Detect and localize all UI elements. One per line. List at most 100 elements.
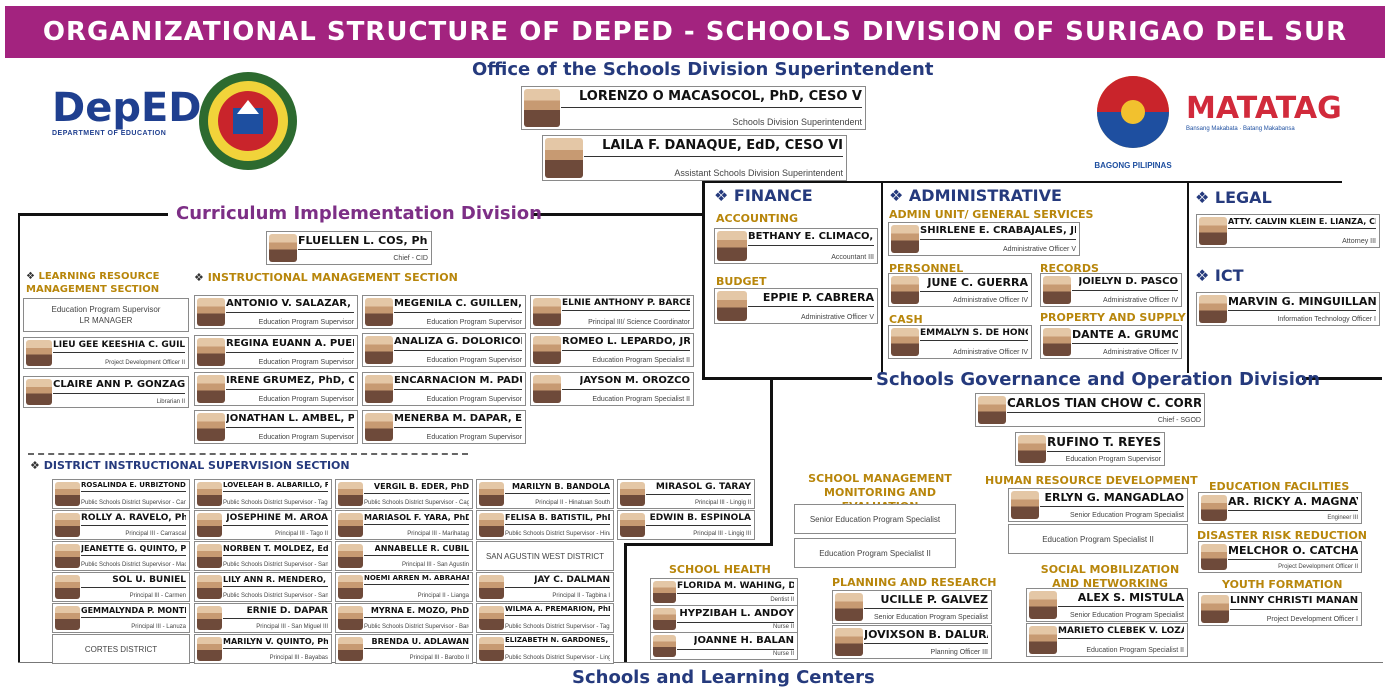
name-underline bbox=[1047, 451, 1161, 452]
person-card-sgod-chief: CARLOS TIAN CHOW C. CORREOSChief - SGOD bbox=[975, 393, 1205, 427]
name-underline bbox=[748, 245, 874, 246]
person-role: Principal II - Lianga bbox=[417, 593, 469, 599]
bagong-pilipinas-text: BAGONG PILIPINAS bbox=[1094, 161, 1172, 170]
name-underline bbox=[677, 622, 794, 623]
sgod-title: Schools Governance and Operation Divisio… bbox=[876, 369, 1321, 390]
text-box-smme1: Senior Education Program Specialist bbox=[794, 504, 956, 534]
name-underline bbox=[677, 649, 794, 650]
name-underline bbox=[394, 312, 522, 313]
person-photo bbox=[197, 482, 222, 506]
person-name: JEANETTE G. QUINTO, PhD bbox=[81, 544, 186, 553]
name-underline bbox=[223, 586, 328, 587]
name-underline bbox=[364, 584, 469, 585]
budget-title: BUDGET bbox=[716, 275, 767, 288]
person-photo bbox=[197, 544, 222, 568]
person-name: CLAIRE ANN P. GONZAGA bbox=[53, 379, 185, 390]
person-photo bbox=[1201, 595, 1229, 623]
slc-drop bbox=[624, 543, 627, 663]
person-role: Attorney III bbox=[1342, 238, 1376, 245]
name-underline bbox=[646, 494, 751, 495]
page-banner: ORGANIZATIONAL STRUCTURE OF DEPED - SCHO… bbox=[5, 6, 1385, 58]
ims-label: INSTRUCTIONAL MANAGEMENT SECTION bbox=[207, 271, 458, 284]
person-role: Chief - SGOD bbox=[1157, 417, 1201, 424]
person-name: WILMA A. PREMARION, PhD bbox=[505, 605, 610, 613]
name-underline bbox=[81, 617, 186, 618]
person-name: ERNIE D. DAPAR bbox=[246, 606, 328, 616]
legal-title: ❖ LEGAL bbox=[1195, 188, 1272, 207]
person-card-sm2: MARIETO CLEBEK V. LOZADAEducation Progra… bbox=[1026, 623, 1188, 657]
person-role: Dentist II bbox=[770, 597, 794, 603]
person-card-sh3: JOANNE H. BALAN Nurse II bbox=[650, 632, 798, 660]
person-photo bbox=[835, 628, 863, 656]
person-photo bbox=[533, 298, 561, 326]
accounting-title: ACCOUNTING bbox=[716, 212, 798, 225]
person-name: JAYSON M. OROZCO bbox=[579, 375, 690, 386]
name-underline bbox=[864, 608, 988, 609]
person-role: Librarian II bbox=[156, 399, 185, 405]
name-underline bbox=[505, 524, 610, 525]
person-photo bbox=[197, 413, 225, 441]
finance-line bbox=[702, 181, 1342, 183]
person-role: Education Program Specialist II bbox=[592, 396, 690, 403]
text-box-hrd2: Education Program Specialist II bbox=[1008, 524, 1188, 554]
person-photo bbox=[197, 298, 225, 326]
diss-title: ❖ DISTRICT INSTRUCTIONAL SUPERVISION SEC… bbox=[30, 459, 350, 472]
person-photo bbox=[338, 482, 363, 506]
person-name: JOVIXSON B. DALURA bbox=[864, 628, 988, 641]
person-name: LIEU GEE KEESHIA C. GUILLEN bbox=[53, 340, 185, 350]
person-card-d5: GEMMALYNDA P. MONTENEGROPrincipal III - … bbox=[52, 603, 190, 633]
person-photo bbox=[891, 225, 919, 253]
deped-wordmark: DepED bbox=[52, 85, 202, 131]
person-card-ims6: ANALIZA G. DOLORICON, EdDEducation Progr… bbox=[362, 333, 526, 367]
person-name: LAILA F. DANAQUE, EdD, CESO VI bbox=[602, 138, 843, 153]
person-role: Education Program Supervisor bbox=[426, 357, 522, 364]
person-name: MARILYN B. BANDOLA bbox=[511, 482, 610, 491]
person-role: Education Program Specialist II bbox=[1086, 647, 1184, 654]
name-underline bbox=[81, 491, 186, 492]
person-name: JOANNE H. BALAN bbox=[693, 635, 794, 646]
person-role: Education Program Supervisor bbox=[258, 434, 354, 441]
person-photo bbox=[1029, 626, 1057, 654]
name-underline bbox=[223, 525, 328, 526]
person-photo bbox=[479, 575, 504, 599]
cid-line-right bbox=[533, 213, 703, 216]
person-name: LOVELEAH B. ALBARILLO, PhD bbox=[223, 481, 328, 489]
person-name: MARVIN G. MINGUILLAN bbox=[1228, 295, 1376, 308]
name-underline bbox=[1007, 412, 1201, 413]
person-role: Principal III - Carmen bbox=[129, 593, 186, 599]
finance-title: ❖ FINANCE bbox=[714, 186, 813, 205]
person-photo bbox=[1018, 435, 1046, 463]
name-underline bbox=[81, 555, 186, 556]
osds-trunk bbox=[702, 181, 705, 379]
person-role: Principal III - Lingig III bbox=[693, 531, 751, 537]
diss-label: DISTRICT INSTRUCTIONAL SUPERVISION SECTI… bbox=[43, 459, 350, 472]
matatag-logo: MATATAG Bansang Makabata · Batang Makaba… bbox=[1186, 92, 1346, 142]
slc-elbow bbox=[624, 543, 773, 546]
person-name: RUFINO T. REYES bbox=[1047, 435, 1161, 449]
person-role: Nurse II bbox=[772, 651, 794, 657]
person-name: REGINA EUANN A. PUERTO bbox=[226, 338, 354, 349]
person-photo bbox=[479, 637, 504, 661]
person-name: ANTONIO V. SALAZAR, EdD bbox=[226, 298, 354, 309]
name-underline bbox=[1058, 638, 1184, 639]
name-underline bbox=[505, 646, 610, 647]
person-card-ims8: MENERBA M. DAPAR, EdDEducation Program S… bbox=[362, 410, 526, 444]
person-name: SOL U. BUNIEL bbox=[112, 575, 186, 585]
person-card-ims1: ANTONIO V. SALAZAR, EdDEducation Program… bbox=[194, 295, 358, 329]
person-role: Public Schools District Supervisor - Mad… bbox=[81, 562, 186, 568]
bagong-pilipinas-logo: BAGONG PILIPINAS bbox=[1083, 72, 1183, 170]
name-underline bbox=[364, 493, 469, 494]
